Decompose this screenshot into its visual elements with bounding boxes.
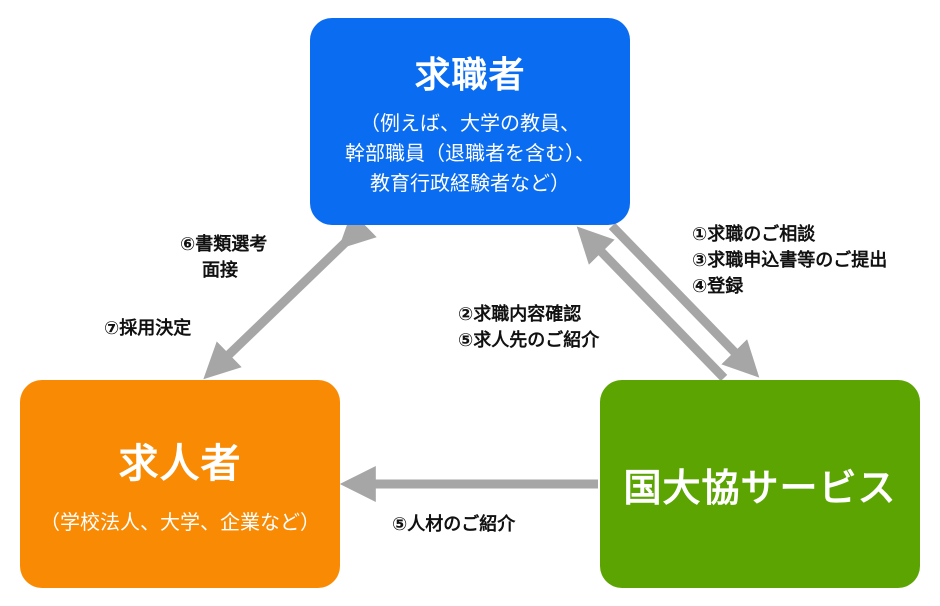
node-jobseeker-desc-line3: 教育行政経験者など）: [370, 170, 570, 195]
node-jobseeker-desc-line1: （例えば、大学の教員、: [360, 110, 580, 135]
node-employer-description: （学校法人、大学、企業など）: [40, 510, 320, 534]
node-agency: 国大協サービス: [600, 380, 920, 588]
node-jobseeker: 求職者 （例えば、大学の教員、 幹部職員（退職者を含む）、 教育行政経験者など）: [310, 18, 630, 225]
arrow-seeker-employer: [203, 211, 377, 380]
label-step-5-seeker: ⑤求人先のご紹介: [458, 330, 600, 351]
node-jobseeker-description: （例えば、大学の教員、 幹部職員（退職者を含む）、 教育行政経験者など）: [345, 108, 595, 198]
label-step-3: ③求職申込書等のご提出: [692, 250, 888, 271]
label-step-1: ①求職のご相談: [692, 224, 816, 245]
arrow-seeker-to-agency: [608, 222, 760, 378]
label-step-7: ⑦採用決定: [104, 318, 192, 339]
node-jobseeker-title: 求職者: [414, 54, 526, 96]
node-jobseeker-desc-line2: 幹部職員（退職者を含む）、: [345, 140, 595, 165]
label-step-6: ⑥書類選考: [180, 234, 268, 255]
label-step-5-employer: ⑤人材のご紹介: [392, 514, 516, 535]
arrow-agency-to-seeker: [576, 226, 728, 382]
node-employer: 求人者 （学校法人、大学、企業など）: [20, 380, 340, 588]
label-seeker-to-agency: ①求職のご相談 ③求職申込書等のご提出 ④登録: [692, 222, 887, 300]
node-agency-title: 国大協サービス: [623, 465, 897, 510]
label-step-4: ④登録: [692, 276, 744, 297]
label-agency-to-seeker: ②求職内容確認 ⑤求人先のご紹介: [458, 302, 599, 354]
label-interview: 面接: [202, 260, 238, 281]
node-employer-title: 求人者: [118, 441, 242, 487]
label-step-2: ②求職内容確認: [458, 304, 582, 325]
label-screening: ⑥書類選考 面接: [180, 232, 267, 284]
